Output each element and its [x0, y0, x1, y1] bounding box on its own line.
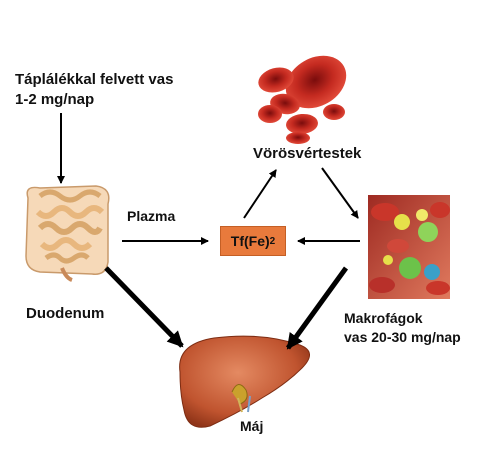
arrow-duodenum-to-liver	[104, 266, 184, 348]
intake-label-line1: Táplálékkal felvett vas	[15, 71, 174, 88]
arrows	[57, 113, 360, 350]
arrow-rbc-to-macrophage	[321, 167, 359, 219]
intake-label-line2: 1-2 mg/nap	[15, 91, 95, 108]
liver-label: Máj	[240, 418, 264, 434]
arrow-transferrin-to-rbc	[243, 169, 277, 219]
arrow-macrophage-to-liver	[285, 266, 349, 350]
transferrin-label: Tf(Fe)	[230, 233, 270, 249]
intake-label: Táplálékkal felvett vas 1-2 mg/nap	[15, 70, 173, 110]
red-blood-cells-label: Vörösvértestek	[253, 145, 362, 162]
macrophages-label-line1: Makrofágok	[344, 310, 423, 326]
macrophages-illustration	[368, 195, 450, 299]
intestine-illustration	[25, 185, 110, 282]
red-blood-cells-illustration	[258, 55, 347, 144]
plasma-label: Plazma	[127, 208, 176, 224]
duodenum-label: Duodenum	[26, 305, 105, 322]
macrophages-label-line2: vas 20-30 mg/nap	[344, 329, 461, 345]
macrophages-label: Makrofágok vas 20-30 mg/nap	[344, 309, 461, 347]
liver-illustration	[179, 335, 310, 428]
transferrin-box: Tf(Fe)2	[220, 226, 286, 256]
transferrin-subscript: 2	[269, 235, 276, 247]
